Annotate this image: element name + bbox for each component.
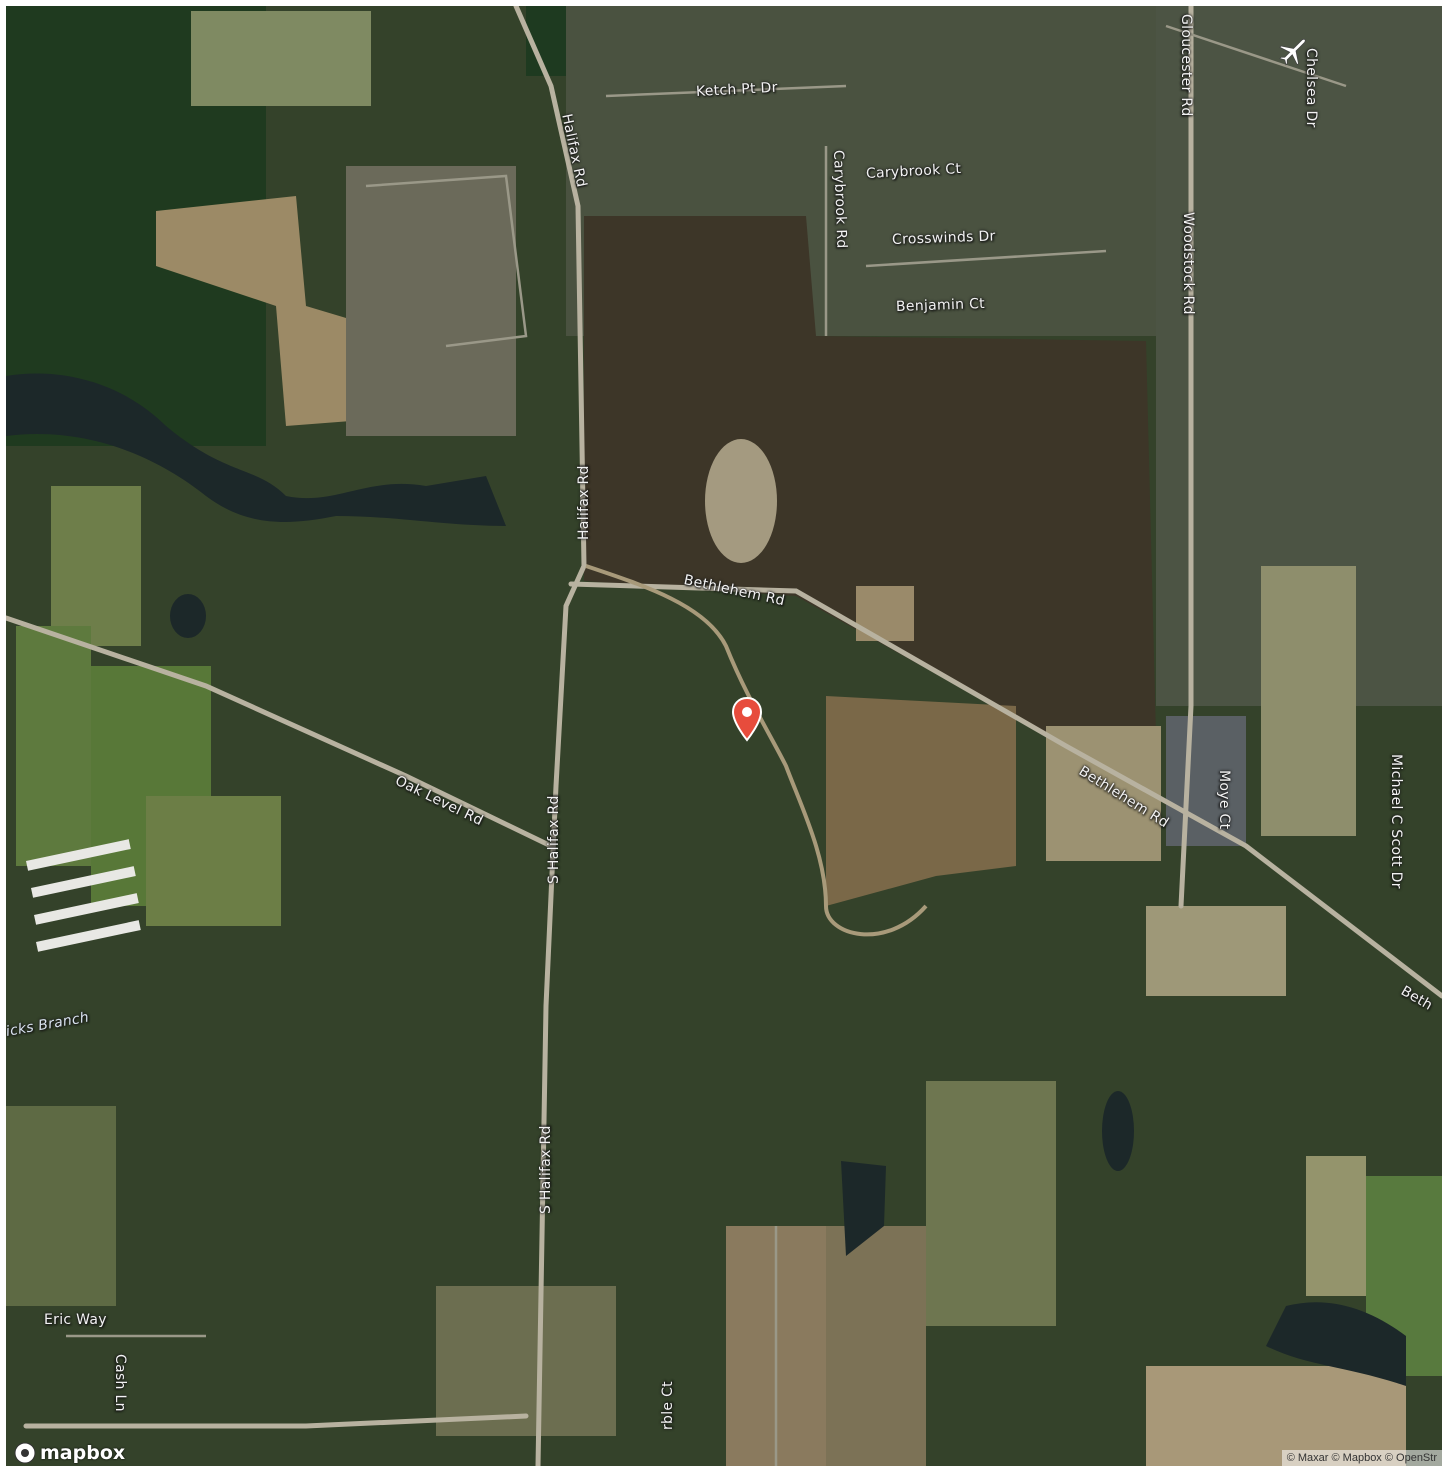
- road-label-benjamin-ct: Benjamin Ct: [895, 295, 986, 315]
- mapbox-logo-text: mapbox: [40, 1442, 126, 1464]
- road-label-marble-ct: rble Ct: [660, 1381, 676, 1430]
- road-label-carybrook-rd: Carybrook Rd: [830, 149, 850, 249]
- road-label-woodstock-rd: Woodstock Rd: [1180, 212, 1196, 315]
- road-label-s-halifax-rd: S Halifax Rd: [546, 795, 562, 884]
- mapbox-logo-icon: [14, 1442, 36, 1464]
- road-label-michael-c-scott-dr: Michael C Scott Dr: [1388, 754, 1404, 889]
- road-label-eric-way: Eric Way: [44, 1312, 107, 1328]
- satellite-imagery: [6, 6, 1442, 1466]
- map-attribution[interactable]: © Maxar © Mapbox © OpenStr: [1281, 1450, 1442, 1466]
- mapbox-logo[interactable]: mapbox: [14, 1442, 125, 1464]
- road-label-moye-ct: Moye Ct: [1216, 770, 1232, 830]
- road-label-cash-ln: Cash Ln: [112, 1354, 128, 1412]
- road-label-s-halifax-rd-south: S Halifax Rd: [538, 1125, 554, 1214]
- airplane-icon: [1279, 38, 1306, 66]
- satellite-map[interactable]: Ketch Pt Dr Halifax Rd Halifax Rd Carybr…: [6, 6, 1442, 1466]
- location-pin-icon[interactable]: [730, 696, 764, 742]
- road-label-halifax-rd: Halifax Rd: [576, 465, 592, 540]
- road-label-gloucester-rd: Gloucester Rd: [1178, 14, 1194, 117]
